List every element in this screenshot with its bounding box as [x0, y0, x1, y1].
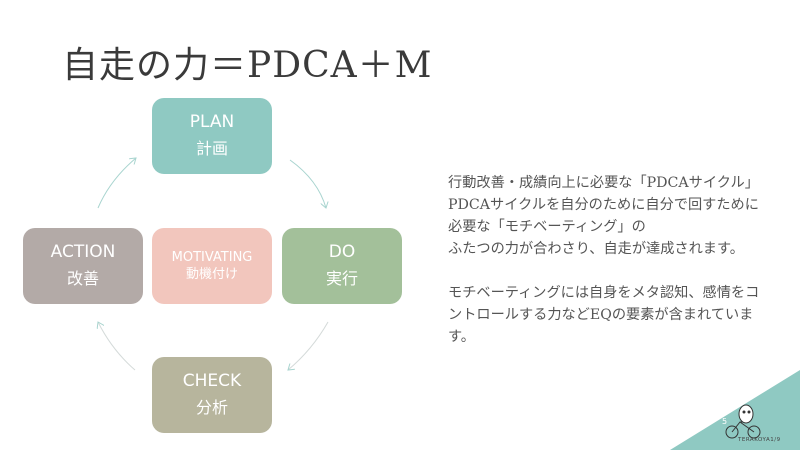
- motivating-box: MOTIVATING 動機付け: [152, 228, 272, 304]
- plan-label-jp: 計画: [195, 139, 228, 158]
- body-line: す。: [448, 329, 475, 345]
- do-box: DO 実行: [282, 228, 402, 304]
- check-label-en: CHECK: [182, 371, 242, 391]
- page-number: 5: [722, 417, 728, 426]
- action-box: ACTION 改善: [23, 228, 143, 304]
- description-text: 行動改善・成績向上に必要な「PDCAサイクル」 PDCAサイクルを自分のために自…: [448, 172, 788, 348]
- arrow-do-to-check: [288, 321, 329, 370]
- body-line: ふたつの力が合わさり、自走が達成されます。: [448, 241, 744, 257]
- action-label-en: ACTION: [50, 242, 116, 262]
- body-line: PDCAサイクルを自分のために自分で回すために: [448, 197, 759, 213]
- mascot-bicycle-icon: [725, 404, 761, 439]
- arrow-action-to-plan: [97, 158, 136, 209]
- brand-logo-text: TERAKOYA1/9: [738, 437, 781, 443]
- body-line: 必要な「モチベーティング」の: [448, 219, 646, 235]
- arrow-check-to-action: [98, 322, 136, 371]
- arrow-plan-to-do: [289, 159, 326, 208]
- corner-decoration: [670, 370, 800, 450]
- do-label-en: DO: [328, 242, 356, 262]
- check-label-jp: 分析: [195, 398, 228, 417]
- do-label-jp: 実行: [325, 269, 358, 288]
- motivating-label-jp: 動機付け: [185, 267, 238, 282]
- body-line: ントロールする力などEQの要素が含まれていま: [448, 307, 754, 323]
- check-box: CHECK 分析: [152, 357, 272, 433]
- body-line: 行動改善・成績向上に必要な「PDCAサイクル」: [448, 175, 759, 191]
- motivating-label-en: MOTIVATING: [171, 250, 253, 265]
- plan-box: PLAN 計画: [152, 98, 272, 174]
- slide-title: 自走の力＝PDCA＋M: [62, 45, 433, 86]
- body-line: モチベーティングには自身をメタ認知、感情をコ: [448, 285, 760, 301]
- action-label-jp: 改善: [66, 269, 99, 288]
- plan-label-en: PLAN: [189, 112, 235, 132]
